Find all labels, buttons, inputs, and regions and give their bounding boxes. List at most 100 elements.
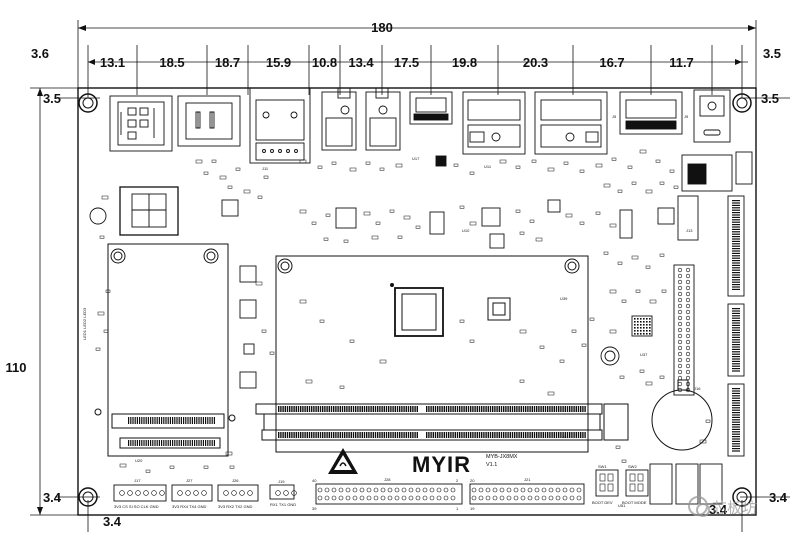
b2b-pin [555,432,558,438]
fpc-pin [732,332,740,334]
smd-part [519,231,525,235]
smd-part [195,159,203,164]
b2b-pin [278,406,280,412]
fpc-pin [732,248,740,250]
fpc-pin [732,392,740,394]
header-pin [685,327,691,333]
b2b-pin [333,406,335,412]
mpcie-pin [152,440,154,446]
b2b-pin [483,432,485,438]
header-pin [151,490,157,496]
label-leds: LED1 LED2 LED3 [82,307,87,340]
fpc-pin [732,240,740,242]
smd-part [219,175,227,180]
b2b-pin [304,432,306,438]
smd-part [645,381,653,386]
smd-part [621,459,627,463]
mpcie-pin [200,417,202,424]
smd-part [169,465,175,469]
b2b-pin [496,432,498,438]
smd-part [627,165,633,169]
b2b-pin [377,432,379,438]
mpcie-pin [185,440,187,446]
b2b-pin [445,406,448,412]
b2b-pin [536,406,538,412]
label-j27: J27 [186,478,193,483]
b2b-pin [430,432,432,438]
b2b-pin [297,432,300,438]
fpc-pin [732,400,740,402]
b2b-pin [326,432,328,438]
spacing-label-10: 11.7 [669,55,694,70]
header-pin [373,495,379,501]
mpcie-pin [180,440,182,446]
header-pin [499,487,505,493]
header-pin [135,490,141,496]
smd-part [547,167,555,172]
b2b-pin [426,406,428,412]
fpc-pin [732,252,740,254]
mpcie-pin [134,417,136,424]
mpcie-pin [194,417,196,424]
b2b-pin [525,406,527,412]
fpc-pin [732,274,740,276]
fpc-pin [732,272,740,274]
smd-components [95,149,711,473]
watermark: 芯板坊 [688,496,757,517]
smd-part [305,379,313,384]
dip-switch [629,473,636,482]
header-pin [677,375,683,381]
header-pin [677,279,683,285]
label-sw1: SW1 [598,464,607,469]
label-u51: U51 [618,503,626,508]
b2b-pin [509,432,511,438]
bga-ball [646,318,648,320]
b2b-pin [405,432,407,438]
board-version: V1.1 [486,462,497,468]
b2b-pin [352,406,355,412]
b2b-pin [544,406,547,412]
misc-chips [89,155,699,389]
label-j17: J17 [134,478,141,483]
fpc-pin [732,284,740,286]
fpc-pin [732,428,740,430]
fpc-pin [732,212,740,214]
label-u37: U37 [640,352,648,357]
header-pin [685,321,691,327]
header-pin [275,490,281,496]
mpcie-pin [187,417,189,424]
fpc-pin [732,317,740,319]
b2b-pin [396,432,399,438]
b2b-pin [289,432,291,438]
header-pin [677,273,683,279]
fpc-pin [732,402,740,404]
fpc-pin [732,231,740,233]
mpcie-pin [174,440,176,446]
fpc-pin [732,264,740,266]
bga-ball [643,324,645,326]
label-boot-mode: BOOT MODE [622,500,647,505]
b2b-pin [403,432,405,438]
header-pin [685,279,691,285]
mpcie-pin [130,440,132,446]
header-pin [677,381,683,387]
b2b-pin [319,406,322,412]
spacing-label-9: 16.7 [599,55,624,70]
smd-part [389,209,395,213]
label-pin-40: 40 [312,478,317,483]
b2b-pin [302,432,304,438]
fpc-pin [732,346,740,348]
b2b-pin [346,432,348,438]
b2b-pin [445,432,448,438]
smd-part [631,181,637,185]
header-pin [373,487,379,493]
smd-part [529,219,535,223]
b2b-pin [478,432,481,438]
b2b-pin [577,406,580,412]
smd-part [535,237,543,242]
fpc-pin [732,390,740,392]
header-pin [677,357,683,363]
b2b-pin [348,432,350,438]
header-pin [443,495,449,501]
